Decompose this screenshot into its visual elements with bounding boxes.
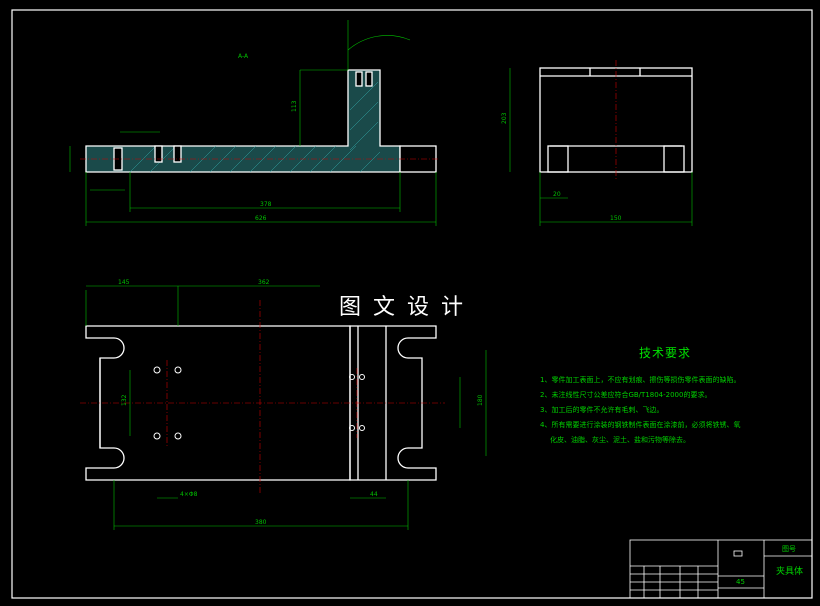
plan-left-dim: 145 bbox=[118, 279, 130, 286]
drawing-border bbox=[11, 9, 813, 599]
front-total-dim: 626 bbox=[255, 215, 267, 222]
plan-total-dim: 380 bbox=[255, 519, 267, 526]
plan-holes bbox=[153, 366, 365, 440]
plan-h2-dim: 180 bbox=[477, 394, 484, 406]
title-block bbox=[629, 539, 813, 599]
tech-item: 2、未注线性尺寸公差应符合GB/T1804-2000的要求。 bbox=[540, 391, 712, 399]
front-section-view bbox=[85, 69, 437, 173]
technical-requirements: 技术要求 1、零件加工表面上，不应有划痕、擦伤等损伤零件表面的缺陷。 2、未注线… bbox=[540, 344, 790, 448]
tech-item: 化皮、油脂、灰尘、泥土、盐和污物等除去。 bbox=[550, 436, 690, 444]
plan-mid-dim: 362 bbox=[258, 279, 270, 286]
plan-hole-dim: 4×Φ8 bbox=[180, 491, 198, 498]
tech-heading: 技术要求 bbox=[638, 346, 691, 360]
side-small-dim: 20 bbox=[553, 191, 561, 198]
material-label: 45 bbox=[736, 578, 745, 586]
section-label: A-A bbox=[238, 53, 249, 60]
front-dimension-lines bbox=[69, 20, 437, 226]
plan-view bbox=[85, 325, 437, 481]
title-block-header: 图号 bbox=[782, 545, 796, 553]
plan-right-dim: 44 bbox=[370, 491, 378, 498]
watermark-text: 图文设计 bbox=[338, 295, 475, 320]
front-inner-dim: 378 bbox=[260, 201, 272, 208]
front-height-dim: 113 bbox=[291, 100, 298, 112]
tech-item: 4、所有需要进行涂装的钢铁制件表面在涂漆前，必须将铁锈、氧 bbox=[540, 421, 741, 429]
tech-item: 1、零件加工表面上，不应有划痕、擦伤等损伤零件表面的缺陷。 bbox=[540, 376, 741, 384]
tech-item: 3、加工后的零件不允许有毛刺、飞边。 bbox=[540, 406, 664, 414]
side-width-dim: 150 bbox=[610, 215, 622, 222]
plan-h1-dim: 132 bbox=[121, 394, 128, 406]
side-height-dim: 203 bbox=[501, 112, 508, 124]
watermark-box: 图文设计 bbox=[318, 287, 496, 323]
part-name: 夹具体 bbox=[776, 567, 804, 577]
